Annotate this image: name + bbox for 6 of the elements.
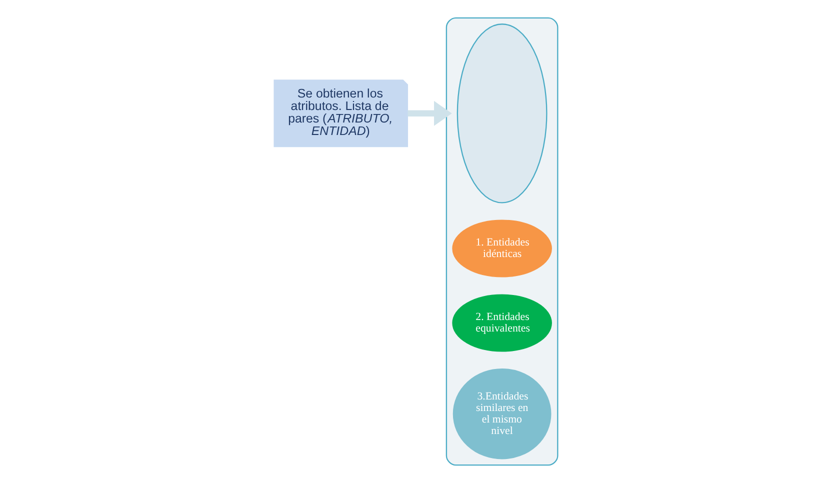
- node-ellipse: 1. Entidades idénticas: [452, 220, 552, 278]
- node-ellipse: 2. Entidades equivalentes: [452, 294, 552, 352]
- node-ellipse: [456, 24, 548, 204]
- cluster: [446, 17, 558, 466]
- arrow: [408, 100, 452, 126]
- node-circle: 3.Entidades similares en el mismo nivel: [452, 368, 552, 460]
